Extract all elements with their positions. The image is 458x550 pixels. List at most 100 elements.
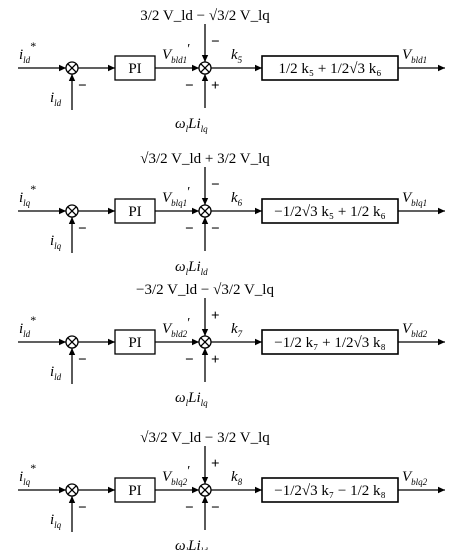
reference-label-sub: ld — [23, 55, 31, 65]
pi-output-label-sub: blq1 — [171, 198, 187, 208]
pi-output-label-prime: ′ — [187, 464, 190, 479]
summing-junction-2 — [198, 204, 212, 218]
pi-output-label-prime: ′ — [187, 316, 190, 331]
k-label: k6 — [231, 190, 243, 208]
coupling-term-label-sub: l — [186, 124, 189, 134]
reference-label-sup: * — [30, 461, 36, 475]
coupling-term-label-mid: Li — [187, 390, 201, 406]
k-label: k8 — [231, 469, 243, 487]
summing-junction-1-cross-b — [67, 485, 77, 495]
pi-output-label-main: V — [162, 47, 173, 63]
reference-label-sub: lq — [23, 198, 31, 208]
summing-junction-1 — [65, 335, 79, 349]
k-label-sub: 8 — [238, 477, 243, 487]
summing-junction-1 — [65, 61, 79, 75]
output-label-main: V — [402, 190, 413, 206]
feedback-label: ilq — [50, 512, 62, 530]
pi-output-label-main: V — [162, 190, 173, 206]
reference-label: ild* — [19, 313, 36, 339]
transform-block — [261, 55, 399, 81]
feedback-sign: − — [78, 221, 87, 237]
reference-label-main: i — [19, 469, 23, 485]
output-label-sub: bld2 — [411, 329, 428, 339]
pi-output-label-prime: ′ — [187, 185, 190, 200]
feedback-sign: − — [78, 352, 87, 368]
summing-junction-2-cross-b — [200, 63, 210, 73]
coupling-term-label-sub2: ld — [201, 546, 209, 550]
coupling-term-label-main: ω — [175, 390, 186, 406]
summing-junction-1 — [65, 204, 79, 218]
summing-junction-2 — [198, 335, 212, 349]
summing-junction-1-cross-b — [67, 337, 77, 347]
feedback-label: ild — [50, 90, 62, 108]
k-label-sub: 6 — [238, 198, 243, 208]
summing-junction-2-cross-b — [200, 485, 210, 495]
pi-output-label-main: V — [162, 321, 173, 337]
pi-block — [114, 55, 156, 81]
coupling-term-sign: + — [211, 78, 220, 94]
reference-label-sub: lq — [23, 477, 31, 487]
summing-junction-2 — [198, 483, 212, 497]
k-label-sub: 7 — [238, 329, 243, 339]
feedback-label-main: i — [50, 512, 54, 528]
k-label-main: k — [231, 47, 238, 63]
pi-label: PI — [128, 335, 141, 351]
coupling-term-label-sub: l — [186, 267, 189, 277]
pi-output-label: Vbld1′ — [162, 42, 190, 65]
feedback-label-main: i — [50, 233, 54, 249]
k-label-main: k — [231, 321, 238, 337]
pi-output-label: Vblq1′ — [162, 185, 190, 208]
feedback-sign: − — [78, 78, 87, 94]
decoupling-input-label: √3/2 V_ld + 3/2 V_lq — [140, 151, 270, 167]
output-label-main: V — [402, 321, 413, 337]
coupling-term-label: ωlLild — [175, 259, 208, 277]
transform-block — [261, 198, 399, 224]
decoupling-input-label: 3/2 V_ld − √3/2 V_lq — [140, 8, 270, 24]
summing-junction-1-cross-b — [67, 206, 77, 216]
transform-label: 1/2 k₅ + 1/2√3 k₆ — [279, 61, 382, 77]
feedback-label-sub: lq — [54, 520, 62, 530]
k-label: k7 — [231, 321, 243, 339]
coupling-term-sign: − — [211, 500, 220, 516]
reference-label: ilq * — [19, 461, 36, 487]
coupling-term-label-main: ω — [175, 538, 186, 550]
reference-label-sup: * — [30, 182, 36, 196]
feedback-label: ilq — [50, 233, 62, 251]
output-label: Vbld2 — [402, 321, 428, 339]
summing-junction-2-cross-b — [200, 337, 210, 347]
decoupling-input-sign: − — [211, 34, 220, 50]
pi-output-label: Vbld2′ — [162, 316, 190, 339]
decoupling-input-sign: − — [211, 177, 220, 193]
reference-label-sup: * — [30, 313, 36, 327]
k-label: k5 — [231, 47, 243, 65]
pi-output-sign: − — [185, 221, 194, 237]
reference-label: ilq* — [19, 182, 36, 208]
coupling-term-label: ωlLild — [175, 538, 208, 550]
k-label-main: k — [231, 190, 238, 206]
k-label-sub: 5 — [238, 55, 243, 65]
pi-output-label-sub: blq2 — [171, 477, 188, 487]
feedback-sign: − — [78, 500, 87, 516]
transform-block — [261, 329, 399, 355]
pi-output-label-sub: bld2 — [171, 329, 188, 339]
pi-output-sign: − — [185, 500, 194, 516]
decoupling-input-sign: + — [211, 456, 220, 472]
coupling-term-label-main: ω — [175, 259, 186, 275]
feedback-label: ild — [50, 364, 62, 382]
summing-junction-1 — [65, 483, 79, 497]
output-label-main: V — [402, 469, 413, 485]
coupling-term-label-sub2: ld — [201, 267, 209, 277]
coupling-term-label-mid: Li — [187, 259, 201, 275]
pi-output-label-main: V — [162, 469, 173, 485]
coupling-term-label-mid: Li — [187, 538, 201, 550]
pi-output-label-sub: bld1 — [171, 55, 187, 65]
summing-junction-2 — [198, 61, 212, 75]
feedback-label-main: i — [50, 90, 54, 106]
output-label: Vblq2 — [402, 469, 428, 487]
coupling-term-label-mid: Li — [187, 116, 201, 132]
